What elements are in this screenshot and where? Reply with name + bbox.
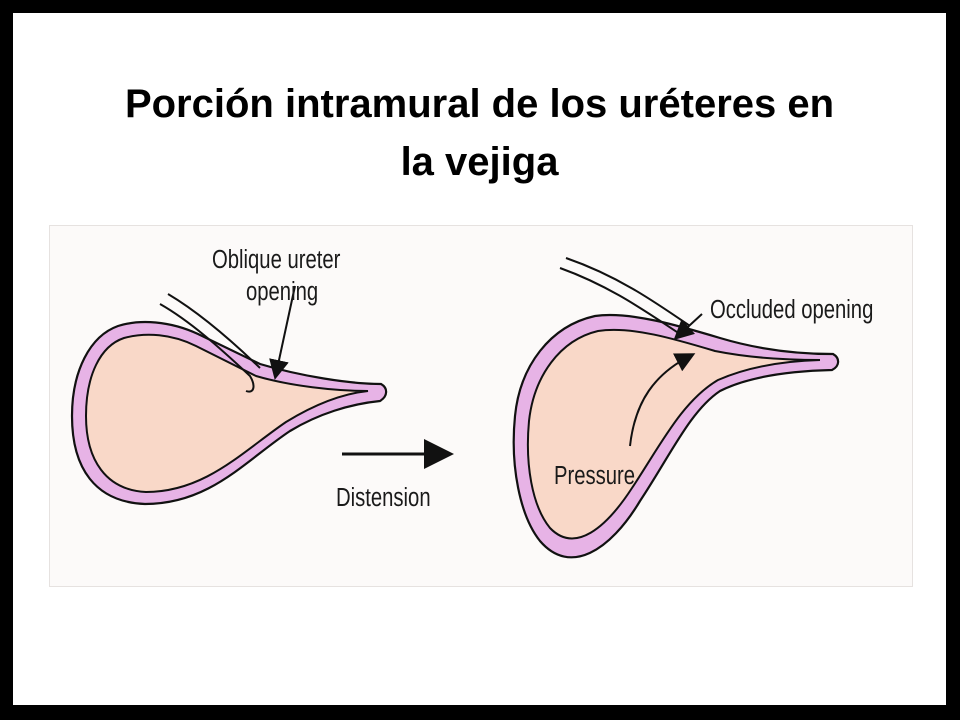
label-distension: Distension xyxy=(336,483,431,512)
title-line-1: Porción intramural de los uréteres en xyxy=(124,82,835,126)
bladder-after-lumen xyxy=(526,328,821,540)
pressure-arrow xyxy=(629,353,696,447)
bladder-diagram: Oblique ureter opening Distension Occlud… xyxy=(49,225,913,587)
label-pressure: Pressure xyxy=(554,461,635,490)
ureter-after-outer xyxy=(559,267,681,335)
bladder-before-lumen xyxy=(84,333,369,494)
bladder-before xyxy=(70,285,388,506)
ureter-before-inner xyxy=(167,293,261,369)
label-oblique-line1: Oblique ureter xyxy=(212,245,341,274)
slide: Porción intramural de los uréteres en la… xyxy=(13,13,946,705)
ureter-after-inner xyxy=(565,257,691,327)
label-oblique-line2: opening xyxy=(246,277,318,306)
title-line-2: la vejiga xyxy=(400,140,559,184)
bladder-diagram-svg: Oblique ureter opening Distension Occlud… xyxy=(70,245,873,559)
ureter-before-outer xyxy=(159,303,255,393)
oblique-pointer-arrow xyxy=(269,285,296,380)
label-occluded: Occluded opening xyxy=(710,295,873,324)
bladder-after xyxy=(512,257,840,559)
occluded-pointer-arrow xyxy=(673,313,703,341)
slide-title: Porción intramural de los uréteres en la… xyxy=(13,75,946,191)
